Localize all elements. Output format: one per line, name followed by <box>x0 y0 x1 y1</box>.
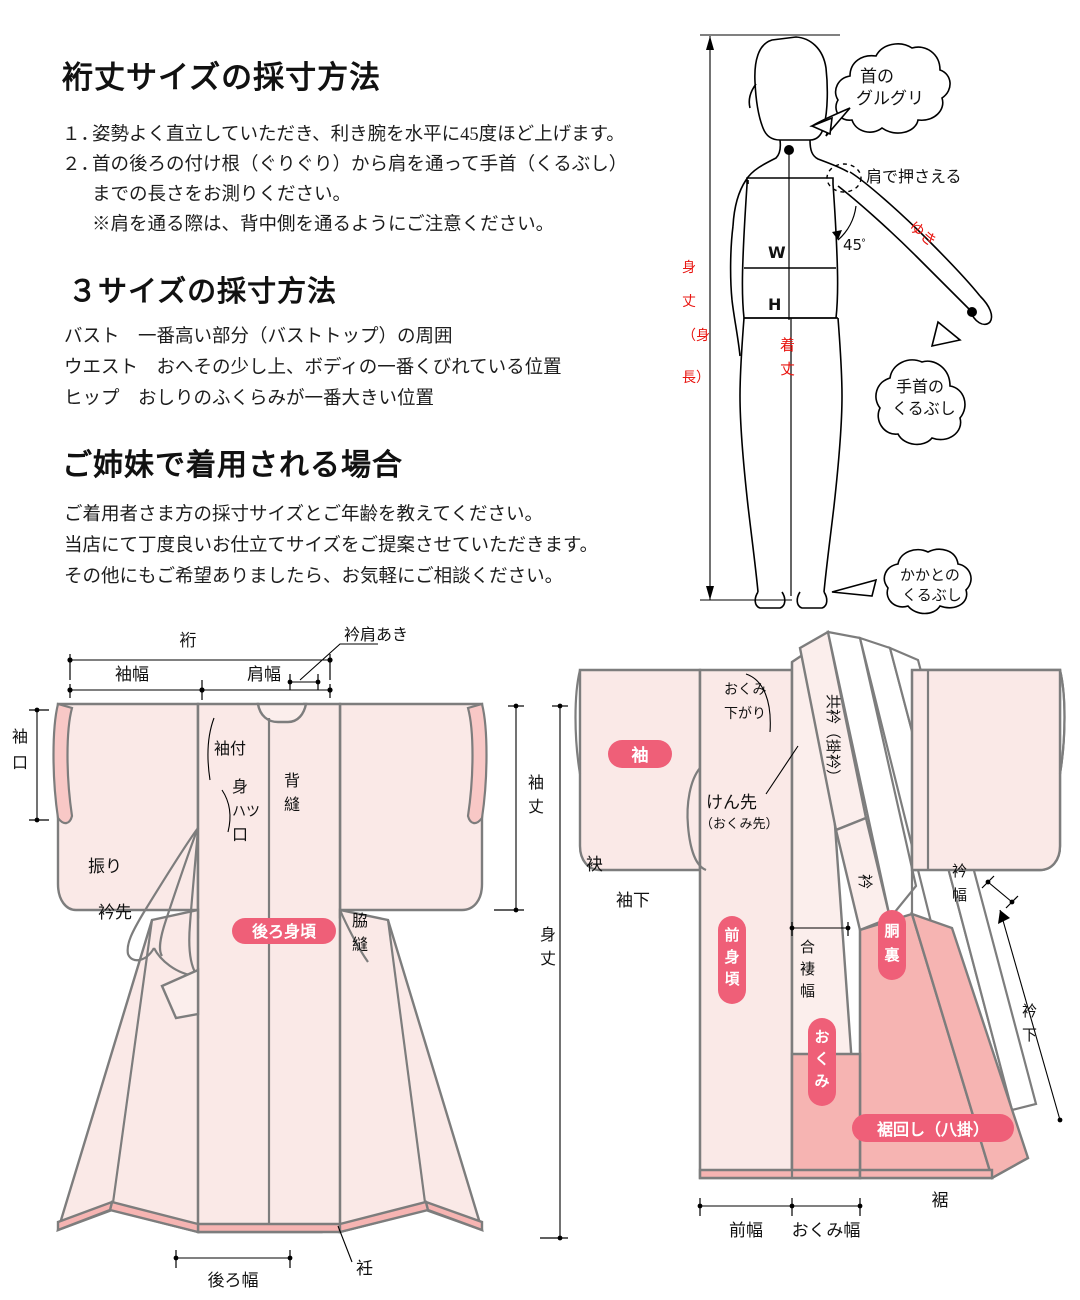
label-erishita-l2: 下 <box>1022 1026 1037 1044</box>
three-sizes-heading: ３サイズの採寸方法 <box>68 274 338 308</box>
dim-okumihaba: おくみ幅 <box>792 1221 861 1241</box>
badge-mae-l1: 前 <box>724 926 739 944</box>
yuki-steps-list: １． 姿勢よく直立していただき、利き腕を水平に45度ほど上げます。 ２． 首の後… <box>62 120 652 240</box>
label-eri: 衿 <box>856 874 874 889</box>
badge-mae-l2: 身 <box>724 948 739 966</box>
label-okumi: 衽 <box>356 1259 373 1279</box>
label-furi: 振り <box>88 857 122 877</box>
waist-mark: W <box>768 243 786 262</box>
badge-mae-migoro: 前 身 頃 <box>718 916 746 1004</box>
dim-mitake-l2: 丈 <box>540 949 556 968</box>
label-wakinui-l1: 脇 <box>352 911 368 930</box>
yuki-heading: 裄丈サイズの採寸方法 <box>62 60 382 96</box>
label-suso: 裾 <box>932 1191 949 1211</box>
label-tamoto: 袂 <box>586 855 603 875</box>
badge-sode: 袖 <box>608 740 672 768</box>
dim-sodetake-l1: 袖 <box>528 773 544 792</box>
list-item: １． 姿勢よく直立していただき、利き腕を水平に45度ほど上げます。 <box>62 120 652 150</box>
svg-text:袖: 袖 <box>632 745 649 766</box>
bubble-heel-line1: かかとの <box>900 566 960 584</box>
list-item-text: 首の後ろの付け根（ぐりぐり）から肩を通って手首（くるぶし） <box>92 155 628 175</box>
angle-label: 45 <box>843 236 862 254</box>
yuki-note: ※肩を通る際は、背中側を通るようにご注意ください。 <box>92 215 555 235</box>
mitake-red-l3: （身 <box>682 328 710 344</box>
badge-ushiro-migoro: 後ろ身頃 <box>232 918 336 944</box>
bubble-heel-line2: くるぶし <box>902 586 962 604</box>
angle-unit: ° <box>861 238 866 249</box>
label-sodeshita: 袖下 <box>616 891 650 911</box>
label-erishita-l1: 衿 <box>1022 1002 1037 1020</box>
mitake-red-l1: 身 <box>682 260 696 276</box>
dim-aitsuma-l3: 幅 <box>800 982 815 1000</box>
dim-sodeguchi-l2: 口 <box>12 753 28 772</box>
label-erisaki: 衿先 <box>98 903 132 923</box>
kimono-front-diagram: 衿 幅 衿 下 合 褄 幅 袂 袖下 おくみ 下がり けん先 （おくみ先） 共衿… <box>560 618 1080 1300</box>
list-item-number: １． <box>62 125 100 145</box>
badge-susomawashi: 裾回し（八掛） <box>852 1114 1014 1142</box>
instructions-column: 裄丈サイズの採寸方法 １． 姿勢よく直立していただき、利き腕を水平に45度ほど上… <box>0 0 660 620</box>
badge-douura-l2: 裏 <box>883 946 900 964</box>
label-miyatsu-l3: 口 <box>232 825 248 844</box>
label-wakinui-l2: 縫 <box>352 935 368 954</box>
label-okumisagari-l1: おくみ <box>724 682 767 698</box>
label-kensaki-sub: （おくみ先） <box>700 817 779 832</box>
body-measurement-figure: 首の グルグリ 手首の くるぶし かかとの くるぶし 肩で押さえる 45 ° W… <box>660 0 1080 625</box>
three-sizes-hip: ヒップ おしりのふくらみが一番大きい位置 <box>64 389 435 409</box>
label-miyatsu-l2: ハツ <box>232 804 260 820</box>
bubble-wrist-line2: くるぶし <box>892 399 956 418</box>
dim-yuki: 裄 <box>180 631 197 651</box>
badge-okumi-l1: お <box>814 1028 829 1046</box>
badge-douura: 胴 裏 <box>878 910 906 980</box>
svg-text:裾回し（八掛）: 裾回し（八掛） <box>877 1120 989 1139</box>
badge-mae-l3: 頃 <box>724 970 740 988</box>
dim-aitsuma-l2: 褄 <box>800 960 815 978</box>
dim-sodetake-l2: 丈 <box>528 797 544 816</box>
sisters-line-1: ご着用者さま方の採寸サイズとご年齢を教えてください。 <box>64 505 543 525</box>
hip-mark: H <box>768 295 781 314</box>
dim-erikata-aki: 衿肩あき <box>344 625 408 644</box>
kitake-red-l1: 着 <box>780 336 795 354</box>
label-miyatsu-l1: 身 <box>232 777 248 796</box>
dim-maehaba: 前幅 <box>729 1221 763 1241</box>
mitake-red-l2: 丈 <box>682 294 696 310</box>
dim-sodeguchi-l1: 袖 <box>12 727 28 746</box>
sisters-line-2: 当店にて丁度良いお仕立てサイズをご提案させていただきます。 <box>64 536 599 556</box>
svg-text:後ろ身頃: 後ろ身頃 <box>252 922 317 941</box>
list-item: ２． 首の後ろの付け根（ぐりぐり）から肩を通って手首（くるぶし） <box>62 150 652 180</box>
sisters-line-3: その他にもご希望ありましたら、お気軽にご相談ください。 <box>64 567 564 587</box>
three-sizes-list: バスト 一番高い部分（バストトップ）の周囲 ウエスト おへその少し上、ボディの一… <box>64 322 654 415</box>
dim-ushirohaba: 後ろ幅 <box>208 1271 259 1291</box>
dim-mitake-l1: 身 <box>540 925 556 944</box>
badge-okumi-l3: み <box>814 1072 829 1090</box>
dim-aitsuma-l1: 合 <box>800 938 815 956</box>
sisters-note: ご着用者さま方の採寸サイズとご年齢を教えてください。 当店にて丁度良いお仕立てサ… <box>64 500 654 593</box>
three-sizes-waist: ウエスト おへその少し上、ボディの一番くびれている位置 <box>64 358 562 378</box>
kitake-red-l2: 丈 <box>780 360 795 378</box>
label-tomoeri: 共衿（掛衿） <box>824 694 842 784</box>
label-senui-l1: 背 <box>284 771 300 790</box>
bubble-neck-line1: 首の <box>860 67 894 87</box>
bubble-wrist-line1: 手首の <box>896 377 944 396</box>
mitake-red-l4: 長） <box>682 370 710 386</box>
callout-shoulder: 肩で押さえる <box>866 167 962 186</box>
three-sizes-bust: バスト 一番高い部分（バストトップ）の周囲 <box>64 327 453 347</box>
dim-katahaba: 肩幅 <box>247 665 281 685</box>
label-okumisagari-l2: 下がり <box>724 706 766 722</box>
kimono-back-diagram: 裄 袖幅 肩幅 衿肩あき 袖 口 袖 丈 身 <box>0 618 580 1300</box>
list-item-text: 姿勢よく直立していただき、利き腕を水平に45度ほど上げます。 <box>92 125 625 145</box>
dim-erihaba-l2: 幅 <box>952 886 967 904</box>
yuki-continuation-1: までの長さをお測りください。 <box>92 185 352 205</box>
bubble-neck-line2: グルグリ <box>856 89 924 109</box>
label-sodetsuke-l1: 袖付 <box>214 739 246 758</box>
list-item-number: ２． <box>62 155 100 175</box>
label-senui-l2: 縫 <box>284 795 300 814</box>
label-kensaki: けん先 <box>706 793 757 813</box>
badge-okumi-l2: く <box>814 1050 829 1068</box>
dim-sodehaba: 袖幅 <box>115 665 149 685</box>
badge-douura-l1: 胴 <box>884 922 899 940</box>
sisters-heading: ご姉妹で着用される場合 <box>62 448 403 483</box>
badge-okumi: お く み <box>808 1018 836 1106</box>
dim-erihaba-l1: 衿 <box>952 862 967 880</box>
